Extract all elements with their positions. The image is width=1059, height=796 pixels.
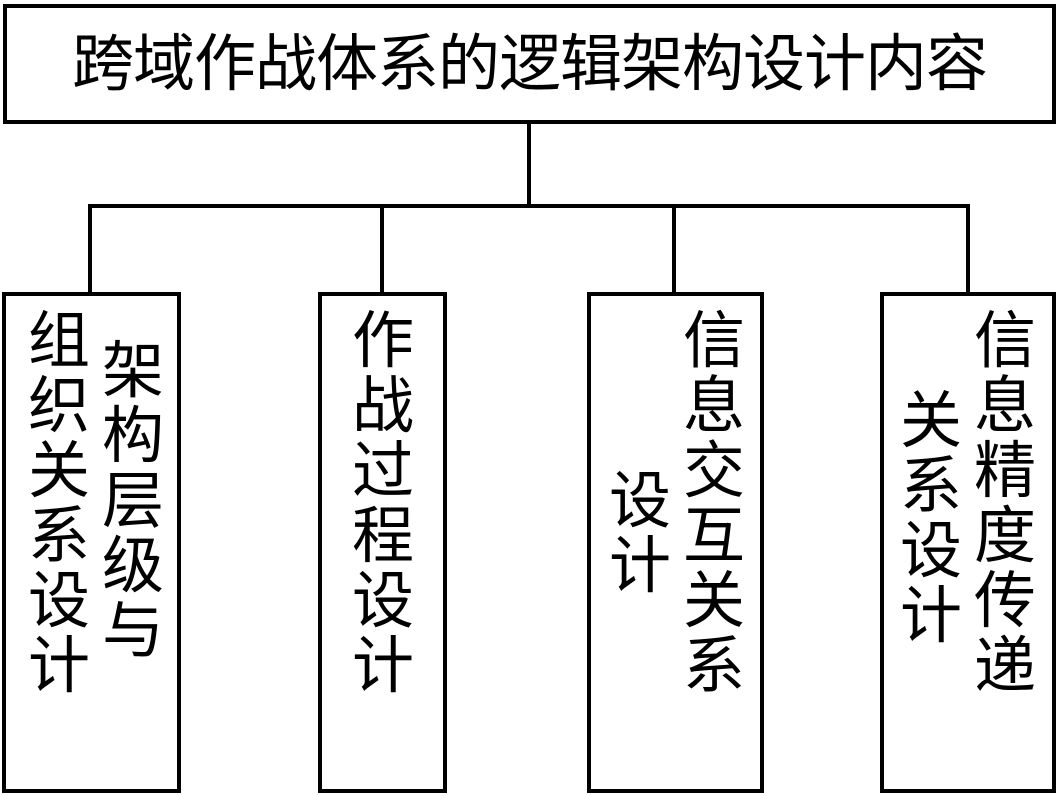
child-node-text-column: 信 息 交 互 关 系 [682,304,745,703]
root-title: 跨域作战体系的逻辑架构设计内容 [71,27,988,100]
child-node-combat-process: 作 战 过 程 设 计 [318,292,447,793]
connector-branch-1 [88,204,92,294]
child-node-info-precision: 信 息 精 度 传 递 关 系 设 计 [880,292,1056,793]
child-node-text-column: 架 构 层 级 与 [101,334,164,668]
child-node-org-architecture: 架 构 层 级 与 组 织 关 系 设 计 [2,292,181,793]
connector-branch-3 [672,204,676,294]
child-node-info-exchange: 信 息 交 互 关 系 设 计 [587,292,764,793]
connector-branch-2 [380,204,384,294]
child-node-text-column: 组 织 关 系 设 计 [27,304,90,703]
child-node-text-column: 设 计 [608,464,671,603]
connector-branch-4 [966,204,970,294]
child-node-text-column: 关 系 设 计 [899,384,962,653]
child-node-text-column: 信 息 精 度 传 递 [973,304,1036,703]
connector-trunk [527,124,531,208]
child-node-text-column: 作 战 过 程 设 计 [351,304,414,703]
connector-horizontal [88,204,970,208]
root-node: 跨域作战体系的逻辑架构设计内容 [3,4,1056,124]
